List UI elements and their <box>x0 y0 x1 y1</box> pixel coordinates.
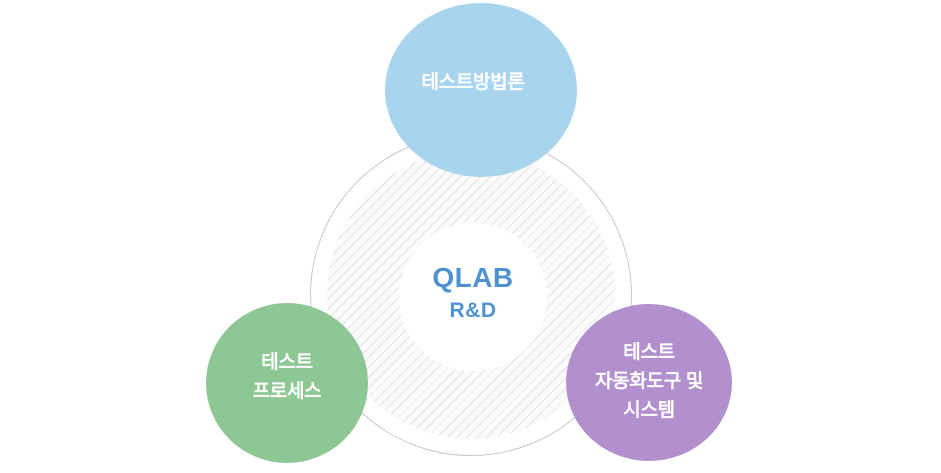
node-test-methodology-label: 테스트방법론 <box>421 68 524 97</box>
node-test-process: 테스트 프로세스 <box>206 303 368 463</box>
node-test-methodology: 테스트방법론 <box>385 3 577 177</box>
node-test-automation-label: 테스트 자동화도구 및 시스템 <box>595 338 703 425</box>
node-test-process-label: 테스트 프로세스 <box>253 348 322 406</box>
node-label-line: 자동화도구 및 <box>594 371 704 392</box>
node-label-line: 시스템 <box>623 400 675 421</box>
center-node: QLAB R&D <box>399 223 547 371</box>
center-subtitle: R&D <box>449 298 497 322</box>
node-label-line: 프로세스 <box>252 381 322 402</box>
node-test-automation: 테스트 자동화도구 및 시스템 <box>566 304 732 461</box>
node-label-line: 테스트방법론 <box>421 71 525 93</box>
node-label-line: 테스트 <box>623 342 675 363</box>
center-node-text: QLAB R&D <box>432 262 513 323</box>
center-title: QLAB <box>432 261 514 293</box>
node-label-line: 테스트 <box>261 352 313 373</box>
